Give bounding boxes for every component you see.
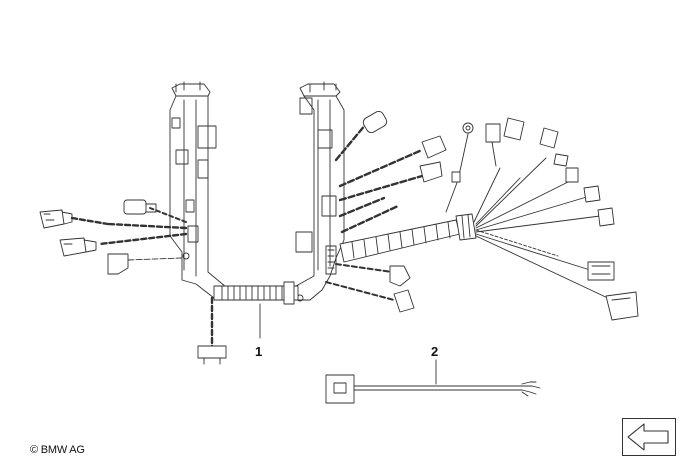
left-arrow-icon[interactable] [622,418,676,456]
harness-left-rail [169,81,233,299]
harness-right-rail [295,81,345,302]
adapter-cable-part-2 [325,374,541,404]
left-branch-connectors [39,199,227,365]
right-corrugated-branch [339,122,613,301]
right-branch-connectors [325,110,447,313]
callout-part-2: 2 [431,344,439,359]
callout-part-1: 1 [255,344,263,359]
harness-bottom-conduit [213,281,299,305]
right-cluster-connectors [485,117,639,321]
copyright-text: © BMW AG [30,444,85,456]
